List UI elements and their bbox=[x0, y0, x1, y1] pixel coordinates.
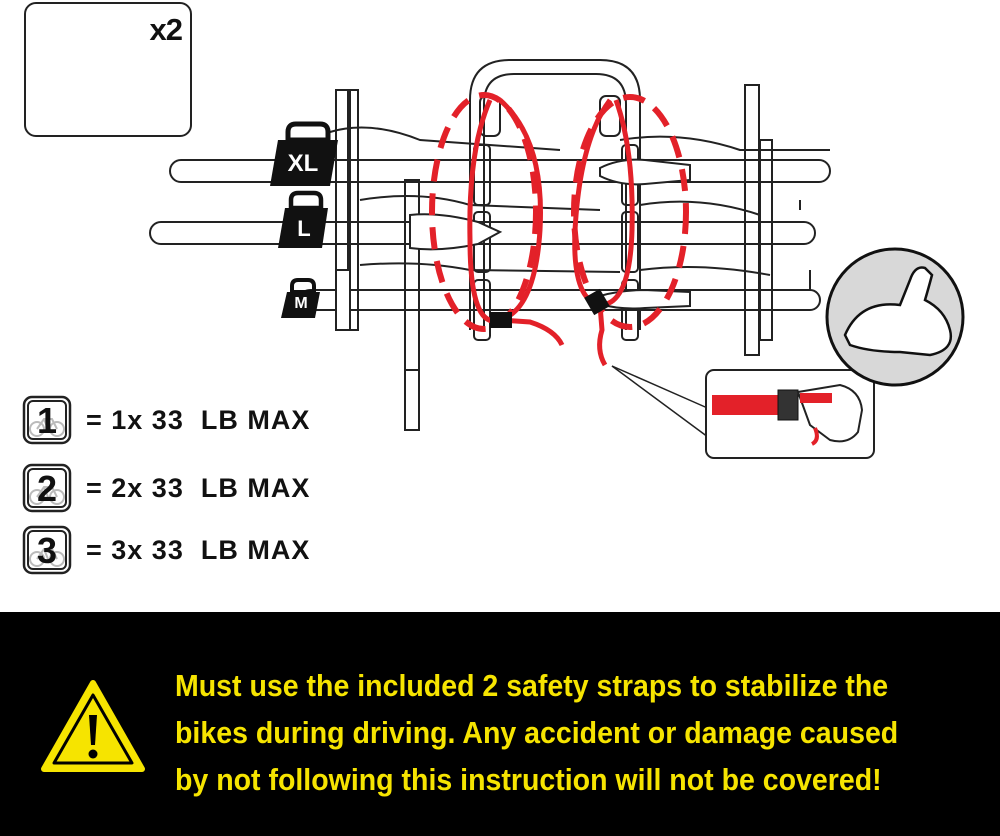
strap-highlight-ovals bbox=[429, 92, 689, 332]
strap-buckle-left bbox=[490, 312, 512, 328]
bike-count-3-icon: 3 bbox=[22, 525, 72, 575]
bike-bar-l bbox=[149, 221, 816, 245]
weight-class-xl-label: XL bbox=[287, 150, 319, 177]
capacity-row-3: 3 = 3x 33 LB MAX bbox=[22, 524, 310, 576]
bike-count-1-icon: 1 bbox=[22, 395, 72, 445]
capacity-row-2: 2 = 2x 33 LB MAX bbox=[22, 462, 310, 514]
bike-count-1-number: 1 bbox=[36, 400, 58, 441]
strap-buckle-right bbox=[584, 288, 610, 316]
kettlebell-l-icon bbox=[278, 190, 328, 248]
capacity-1-text: = 1x 33 LB MAX bbox=[86, 404, 311, 435]
rack-line-art bbox=[43, 42, 965, 459]
weight-class-l-label: L bbox=[297, 216, 311, 241]
capacity-3-text: = 3x 33 LB MAX bbox=[86, 534, 311, 565]
bike-count-3-number: 3 bbox=[36, 530, 58, 571]
kettlebell-xl-icon bbox=[270, 121, 338, 186]
bike-rack-diagram: XL L M x2 1 = 1x 33 LB MAX bbox=[22, 2, 965, 576]
warning-message: Must use the included 2 safety straps to… bbox=[175, 668, 899, 797]
warning-triangle-icon bbox=[41, 680, 145, 772]
rack-handle-loop bbox=[469, 59, 641, 330]
bike-count-2-number: 2 bbox=[36, 468, 58, 509]
buckle-hand-icon bbox=[712, 383, 864, 446]
bike-bar-m bbox=[299, 289, 821, 311]
included-straps-box: x2 bbox=[24, 2, 192, 137]
kettlebell-m-icon bbox=[281, 278, 320, 318]
strong-arm-icon bbox=[825, 247, 965, 387]
strap-count-label: x2 bbox=[149, 12, 183, 47]
weight-class-m-label: M bbox=[294, 295, 308, 312]
capacity-row-1: 1 = 1x 33 LB MAX bbox=[22, 394, 310, 446]
bike-count-2-icon: 2 bbox=[22, 463, 72, 513]
bike-bar-xl bbox=[169, 159, 831, 183]
warning-banner: Must use the included 2 safety straps to… bbox=[0, 612, 1000, 836]
capacity-2-text: = 2x 33 LB MAX bbox=[86, 472, 311, 503]
